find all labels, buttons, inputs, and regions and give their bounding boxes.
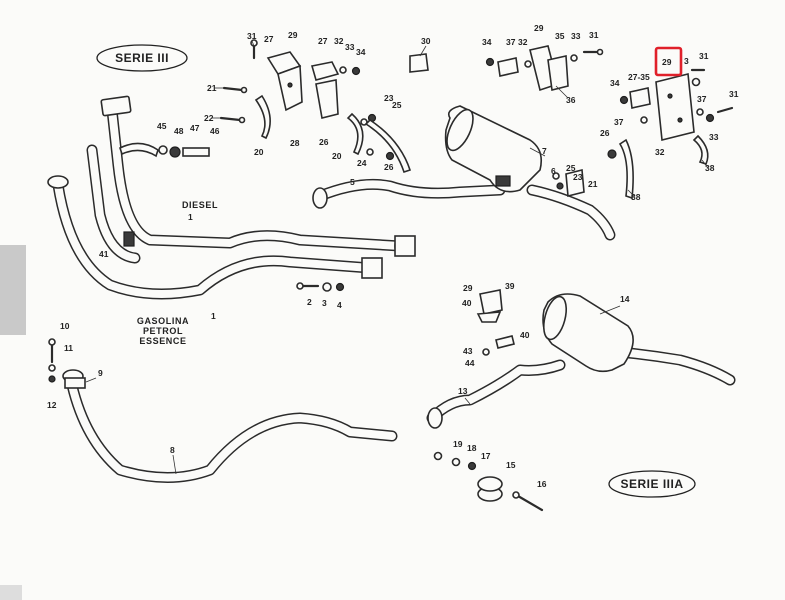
callout-37c: 37 [614,117,624,127]
callout-7a: 7 [542,146,547,156]
callout-20a: 20 [254,147,264,157]
callout-29b: 29 [534,23,544,33]
callout-30a: 30 [421,36,431,46]
upper-brackets [219,39,604,161]
serie-iii-label: SERIE III [115,51,169,65]
serie-iiia-label: SERIE IIIA [620,477,683,491]
callout-21a: 21 [207,83,217,93]
pipe-8-assembly [48,338,398,483]
callout-33c: 33 [709,132,719,142]
callout-10a: 10 [60,321,70,331]
callout-2a: 2 [307,297,312,307]
essence-label: ESSENCE [139,336,186,346]
callout-32a: 32 [334,36,344,46]
callout-9a: 9 [98,368,103,378]
callout-32c: 32 [655,147,665,157]
callout-1b: 1 [211,311,216,321]
petrol-label: PETROL [143,326,183,336]
callout-28a: 28 [290,138,300,148]
callout-14a: 14 [620,294,630,304]
callout-34c: 34 [610,78,620,88]
callout-12a: 12 [47,400,57,410]
callout-31d: 31 [729,89,739,99]
serie-iii-badge: SERIE III [96,44,188,72]
callout-34a: 34 [356,47,366,57]
callout-26a: 26 [319,137,329,147]
callout-41a: 41 [99,249,109,259]
front-pipe-assembly [47,95,416,300]
callout-40a: 40 [462,298,472,308]
callout-29c: 29 [463,283,473,293]
callout-33a: 33 [345,42,355,52]
callout-38a: 38 [631,192,641,202]
callout-29a: 29 [288,30,298,40]
callout-27-35: 27-35 [628,72,650,82]
right-bracket-group [607,68,734,200]
scan-shadow [0,245,26,335]
callout-6a: 6 [551,166,556,176]
callout-46a: 46 [210,126,220,136]
callout-8a: 8 [170,445,175,455]
callout-29-highlighted: 29 [662,57,672,67]
callout-15a: 15 [506,460,516,470]
leader-lines [85,40,709,475]
callout-31b: 31 [589,30,599,40]
callout-48a: 48 [174,126,184,136]
callout-32b: 32 [518,37,528,47]
callout-45a: 45 [157,121,167,131]
diesel-label: DIESEL [182,200,218,210]
callout-11a: 11 [64,343,73,353]
serie-iiia-assembly [426,289,736,512]
callout-16a: 16 [537,479,547,489]
callout-37b: 37 [697,94,707,104]
callout-23a: 23 [384,93,394,103]
callout-4a: 4 [337,300,342,310]
callout-26b: 26 [384,162,394,172]
callout-34b: 34 [482,37,492,47]
callout-36a: 36 [566,95,576,105]
callout-5a: 5 [350,177,355,187]
callout-3a: 3 [322,298,327,308]
callout-13a: 13 [458,386,468,396]
scan-shadow-bottom [0,585,22,600]
callout-27b: 27 [318,36,328,46]
callout-3c: 3 [684,56,689,66]
callout-22a: 22 [204,113,214,123]
callout-25a: 25 [392,100,402,110]
callout-43a: 43 [463,346,473,356]
callout-21b: 21 [588,179,598,189]
callout-37a: 37 [506,37,516,47]
serie-iiia-badge: SERIE IIIA [608,470,696,498]
callout-17a: 17 [481,451,491,461]
callout-19a: 19 [453,439,463,449]
callout-1a: 1 [188,212,193,222]
callout-44a: 44 [465,358,475,368]
callout-20b: 20 [332,151,342,161]
callout-33b: 33 [571,31,581,41]
callout-39a: 39 [505,281,515,291]
callout-31c: 31 [699,51,709,61]
callout-25b: 25 [566,163,576,173]
callout-18a: 18 [467,443,477,453]
callout-23b: 23 [573,172,583,182]
callout-38b: 38 [705,163,715,173]
callout-27a: 27 [264,34,274,44]
callout-26c: 26 [600,128,610,138]
callout-35a: 35 [555,31,565,41]
callout-labels: 31 27 29 27 32 33 34 30 34 37 32 29 35 3… [47,23,739,489]
highlight-box-part-29 [654,46,683,77]
callout-24a: 24 [357,158,367,168]
callout-31a: 31 [247,31,257,41]
callout-47a: 47 [190,123,200,133]
callout-40b: 40 [520,330,530,340]
gasolina-label: GASOLINA [137,316,189,326]
rear-pipe-silencer-7 [312,105,616,241]
fasteners-2-3-4 [296,282,345,292]
